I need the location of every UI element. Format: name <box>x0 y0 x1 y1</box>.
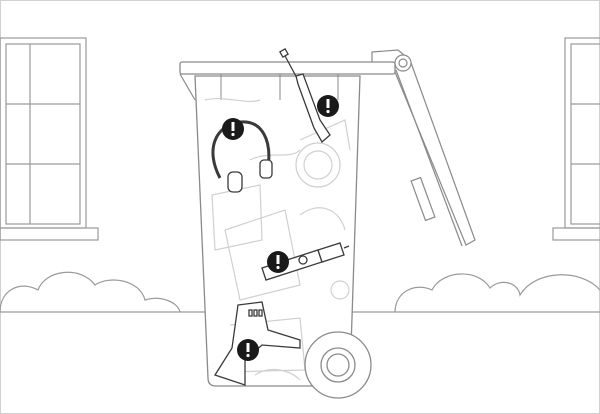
bin-wheel <box>304 331 372 399</box>
exclamation-icon <box>246 343 250 352</box>
left-bush <box>0 271 181 313</box>
hair-dryer-icon <box>214 301 301 386</box>
left-window <box>0 37 99 241</box>
exclamation-icon <box>231 122 235 131</box>
warning-toothbrush <box>317 95 339 117</box>
warning-vape <box>267 251 289 273</box>
warning-headphones <box>222 118 244 140</box>
electric-toothbrush-icon <box>279 48 331 144</box>
exclamation-icon <box>276 255 280 264</box>
warning-hair-dryer <box>237 339 259 361</box>
bin-lid <box>371 49 476 247</box>
exclamation-icon <box>326 99 330 108</box>
right-bush <box>394 273 600 313</box>
right-window <box>552 37 600 241</box>
